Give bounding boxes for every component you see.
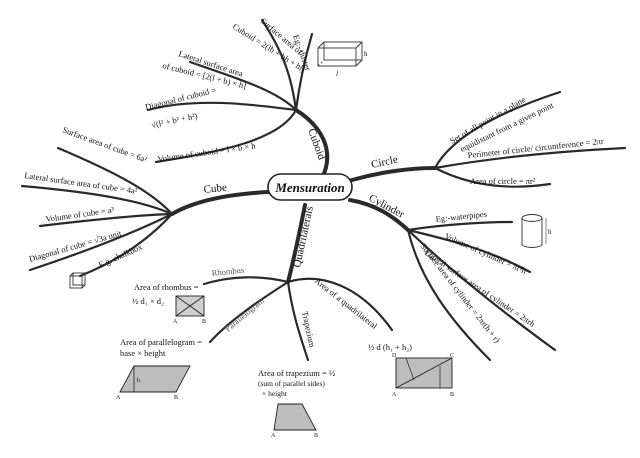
cuboid-volume: Volume of cuboid = l × b × h xyxy=(157,140,257,164)
rhombus-drawing xyxy=(175,295,205,317)
cube-example: E.g. chalkbox xyxy=(97,241,145,270)
quad-branch xyxy=(286,203,307,284)
cube-sub-surface xyxy=(56,146,174,216)
cuboid-sub-surface xyxy=(260,18,298,112)
quad-sub-quadrilateral xyxy=(286,277,394,332)
circle-sub-area xyxy=(433,166,552,188)
rhombus-pt-a: A xyxy=(173,319,178,325)
quadrilateral-formula: ½ d (h₁ + h₂) xyxy=(368,342,412,352)
cube-label: Cube xyxy=(203,182,227,196)
central-title: Mensuration xyxy=(274,180,344,195)
trapezium-pt-a: A xyxy=(271,433,276,439)
quad-sub-rhombus xyxy=(202,276,290,286)
water-pipe-cylinder-drawing xyxy=(521,214,547,248)
parallelogram-drawing xyxy=(119,365,191,393)
parallelogram-pt-a: A xyxy=(116,395,121,401)
quadrilateral-pt-c: C xyxy=(450,353,454,359)
circle-label: Circle xyxy=(370,154,399,171)
cube-sub-diagonal xyxy=(28,212,174,272)
cube-branch xyxy=(170,190,270,216)
cube-surface: Surface area of cube = 6a² xyxy=(61,124,149,164)
cuboid-branch xyxy=(294,108,330,180)
cuboid-diagonal-b: √(l² + b² + h²) xyxy=(150,110,198,130)
trapezium-pt-b: B xyxy=(314,433,318,439)
circle-area: Area of circle = πr² xyxy=(470,176,536,186)
parallelogram-area-a: Area of parallelogram = xyxy=(120,337,202,347)
cylinder-sub-example xyxy=(406,220,514,232)
rhombus-pt-b: B xyxy=(202,319,206,325)
quadrilateral-pt-d: D xyxy=(392,353,397,359)
cuboid-sub-diagonal xyxy=(146,101,298,112)
trapezium-area-a: Area of trapezium = ½ xyxy=(258,368,336,378)
cube-sub-example xyxy=(78,212,174,278)
circle-sub-set xyxy=(433,90,562,170)
quadrilateral-pt-b: B xyxy=(450,392,454,398)
parallelogram-area-b: base × height xyxy=(120,348,166,358)
central-node: Mensuration xyxy=(267,173,353,201)
duster-cuboid-drawing xyxy=(317,41,363,67)
cube-sub-lateral xyxy=(20,184,174,216)
trapezium-area-c: × height xyxy=(262,389,288,398)
trapezium-drawing xyxy=(273,403,317,431)
quadrilateral-drawing xyxy=(395,357,453,389)
circle-sub-perimeter xyxy=(433,146,627,170)
cuboid-diagonal-a: Diagonal of cuboid = xyxy=(144,85,217,112)
cylinder-sub-surface xyxy=(406,228,492,362)
quad-sub-trapezium xyxy=(286,280,310,362)
quadrilateral-pt-a: A xyxy=(392,392,397,398)
chalkbox-cube-drawing xyxy=(69,272,86,289)
cuboid-sub-example xyxy=(294,32,314,112)
cube-sub-volume xyxy=(38,212,174,228)
quadrilaterals-label: Quadrilaterals xyxy=(291,205,316,268)
cylinder-sub-volume xyxy=(406,228,532,274)
cylinder-branch xyxy=(348,198,410,232)
rhombus-area: Area of rhombus = xyxy=(134,282,199,292)
cylinder-dim-h: h xyxy=(548,228,552,236)
rhombus-formula: ½ d₁ × d₂ xyxy=(132,296,164,306)
cuboid-sub-volume xyxy=(154,108,298,164)
parallelogram-pt-h: h xyxy=(137,378,140,384)
circle-branch xyxy=(350,166,437,182)
cylinder-sub-lateral xyxy=(406,228,557,352)
cuboid-sub-lateral xyxy=(188,60,298,112)
cuboid-dim-l: l xyxy=(336,70,338,78)
parallelogram-label: Parallelogram xyxy=(223,295,266,334)
cuboid-dim-h: h xyxy=(364,50,368,58)
parallelogram-pt-b: B xyxy=(174,395,178,401)
trapezium-area-b: (sum of parallel sides) xyxy=(258,379,325,388)
rhombus-label: Rhombus xyxy=(211,265,244,278)
quad-sub-parallelogram xyxy=(208,280,290,344)
